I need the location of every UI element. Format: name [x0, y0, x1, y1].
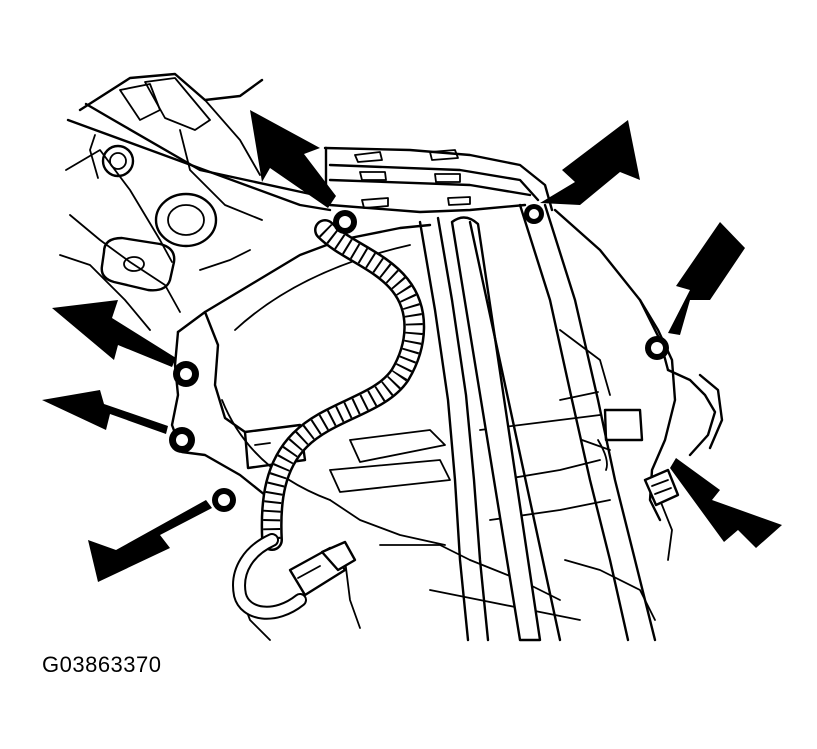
cross-member [323, 146, 554, 214]
arrow-lower-left-bolt-icon [88, 500, 212, 582]
pipes [418, 203, 657, 642]
figure-id-label: G03863370 [42, 652, 162, 677]
bolt-left-middle [169, 427, 195, 453]
arrow-left-middle-bolt-icon [42, 390, 168, 434]
arrow-right-connector-icon [670, 458, 782, 548]
bolts [169, 204, 669, 512]
wiring-harness [232, 219, 680, 620]
arrow-right-upper-bolt-icon [668, 222, 745, 335]
bolt-right-upper [645, 336, 669, 360]
bolt-left-upper [173, 361, 199, 387]
arrow-left-upper-bolt-icon [52, 300, 176, 367]
bolt-top-right [524, 204, 544, 224]
body-panel-left [59, 72, 332, 331]
bolt-lower-left [212, 488, 236, 512]
bolt-top-left [333, 210, 357, 234]
arrow-top-left-bolt-icon [250, 110, 336, 208]
callout-arrows [42, 110, 782, 582]
arrow-top-right-bolt-icon [540, 120, 640, 205]
